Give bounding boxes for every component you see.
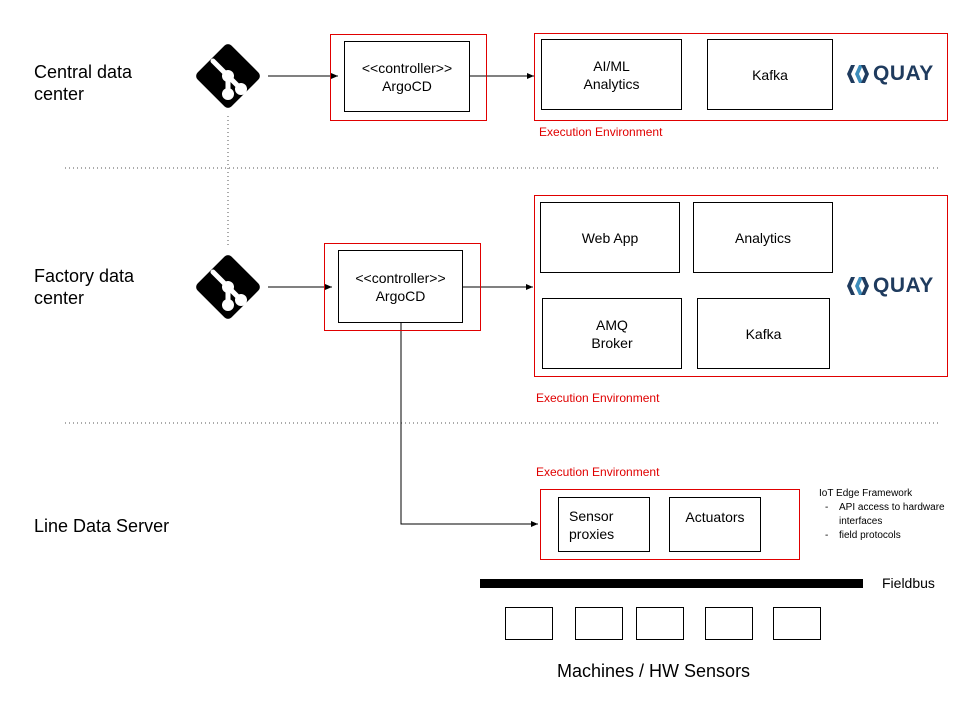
component-kafka: Kafka [697, 298, 830, 369]
factory-argocd-frame [324, 243, 481, 331]
component-kafka: Kafka [707, 39, 833, 110]
machine-box [575, 607, 623, 640]
component-actuators: Actuators [669, 497, 761, 552]
machine-box [505, 607, 553, 640]
quay-logo-text: QUAY [873, 62, 934, 85]
tier-label-line: Line Data Server [34, 516, 170, 536]
component-ai-ml-analytics: AI/ML Analytics [541, 39, 682, 110]
component-sensor-proxies: Sensor proxies [558, 497, 650, 552]
machine-box [773, 607, 821, 640]
factory-argocd-controller: <<controller>> ArgoCD [338, 250, 463, 323]
component-analytics: Analytics [693, 202, 833, 273]
quay-logo-icon: QUAY [846, 274, 934, 298]
iot-item: field protocols [819, 529, 959, 543]
component-amq-broker: AMQ Broker [542, 298, 682, 369]
machines-label: Machines / HW Sensors [557, 661, 751, 681]
factory-env-label: Execution Environment [536, 391, 660, 405]
fieldbus-label: Fieldbus [882, 575, 935, 591]
git-icon [187, 35, 269, 122]
iot-edge-framework-note: IoT Edge Framework API access to hardwar… [819, 487, 959, 543]
machine-box [705, 607, 753, 640]
central-argocd-controller: <<controller>> ArgoCD [344, 41, 470, 112]
component-web-app: Web App [540, 202, 680, 273]
arrow-factory-argocd-to-line-env [400, 323, 538, 527]
iot-title: IoT Edge Framework [819, 488, 913, 499]
line-execution-environment [540, 489, 800, 560]
tier-label-factory: Factory data center [34, 266, 135, 308]
quay-logo-icon: QUAY [846, 62, 934, 86]
fieldbus-bar [480, 579, 863, 588]
central-argocd-frame [330, 34, 487, 121]
central-env-label: Execution Environment [539, 125, 663, 139]
tier-label-central: Central data center [34, 62, 133, 104]
iot-item: API access to hardware interfaces [819, 501, 959, 529]
line-env-label: Execution Environment [536, 465, 660, 479]
machine-box [636, 607, 684, 640]
factory-execution-environment [534, 195, 948, 377]
central-execution-environment [534, 33, 948, 121]
quay-logo-text: QUAY [873, 274, 934, 297]
git-icon [187, 246, 269, 333]
